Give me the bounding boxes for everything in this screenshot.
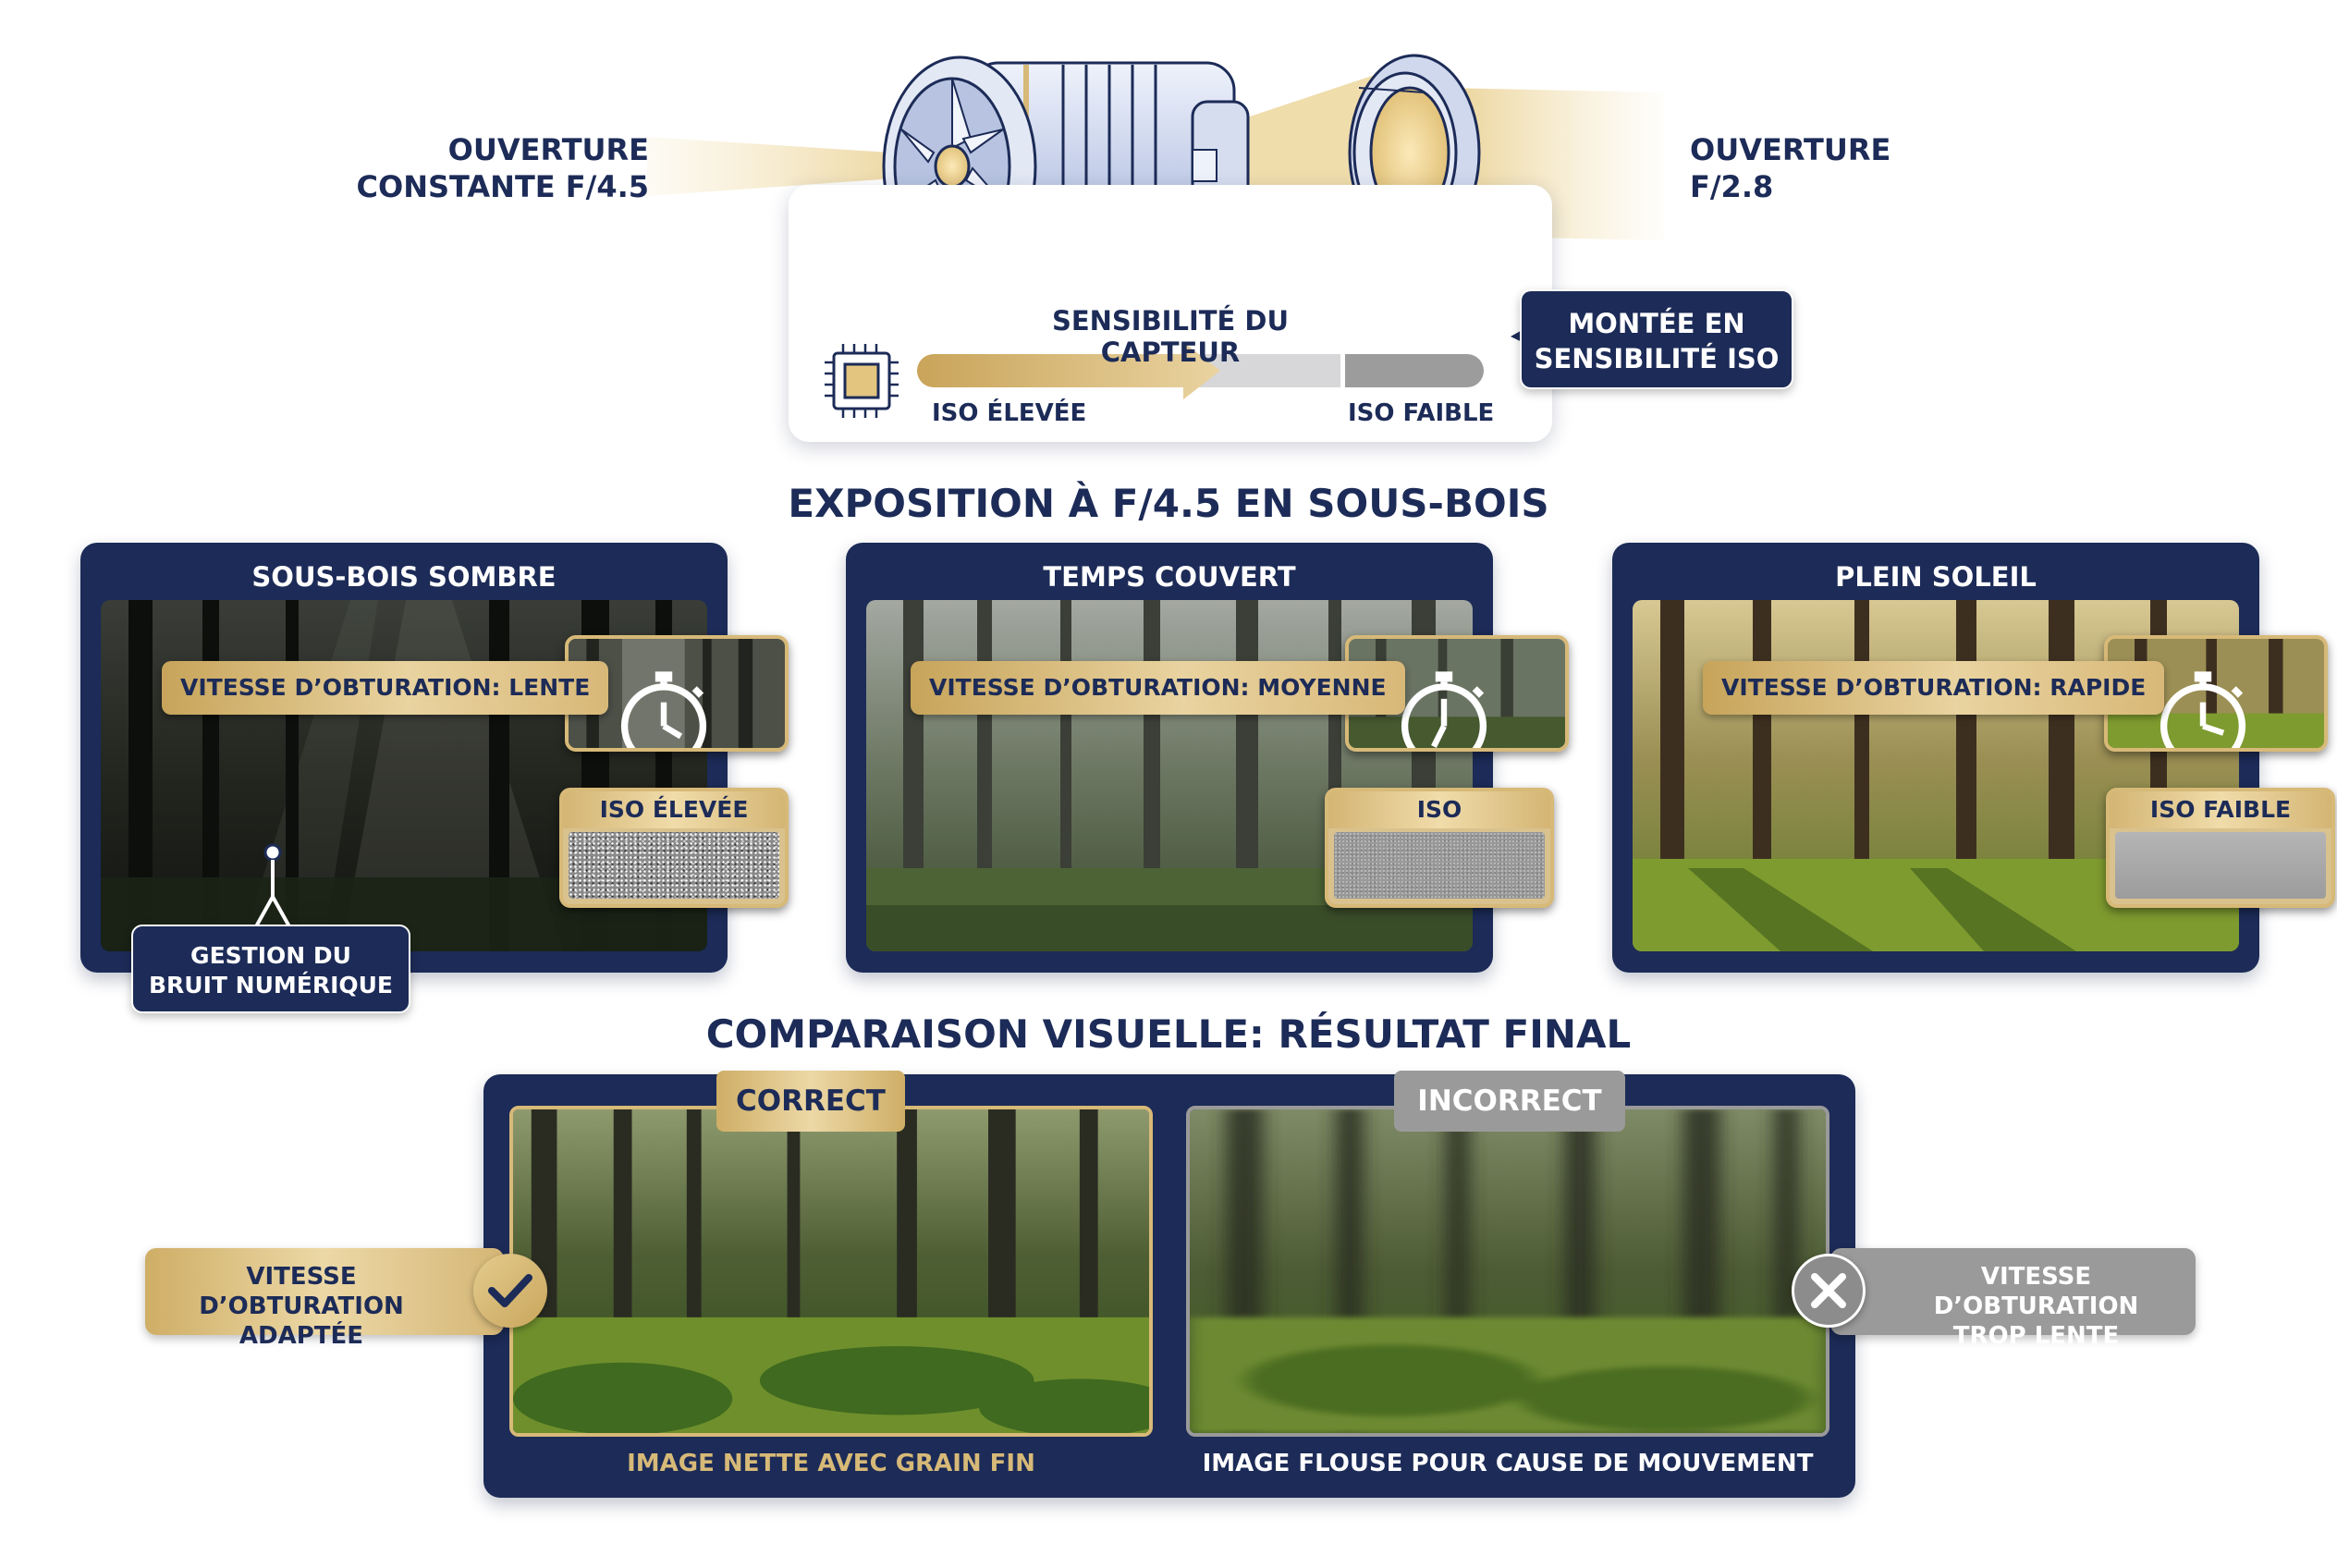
sharp-forest-photo: [509, 1106, 1153, 1437]
correct-caption: IMAGE NETTE AVEC GRAIN FIN: [627, 1450, 1035, 1477]
iso-low-box: ISO FAIBLE: [2106, 788, 2335, 908]
comparison-title: COMPARAISON VISUELLE: RÉSULTAT FINAL: [705, 1011, 1632, 1057]
cross-icon: [1792, 1254, 1866, 1328]
shutter-speed-label: VITESSE D’OBTURATION: MOYENNE: [911, 661, 1405, 715]
panel-overcast: TEMPS COUVERT: [846, 543, 1569, 973]
panel-title: TEMPS COUVERT: [1043, 561, 1296, 593]
incorrect-tag: INCORRECT: [1394, 1071, 1625, 1132]
panel-title: SOUS-BOIS SOMBRE: [251, 561, 557, 593]
exposure-title: EXPOSITION À F/4.5 EN SOUS-BOIS: [788, 481, 1549, 526]
iso-box-label: ISO INTERMÉDIAIRE: [1328, 791, 1550, 860]
checkmark-icon: [473, 1254, 547, 1328]
noise-swatch-low: [2115, 832, 2326, 899]
noise-swatch-mid: [1334, 832, 1545, 899]
light-beam-left: [647, 137, 934, 196]
iso-box-label: ISO FAIBLE: [2110, 791, 2331, 828]
iso-high-label: ISO ÉLEVÉE: [932, 399, 1087, 427]
iso-high-box: ISO ÉLEVÉE: [559, 788, 789, 908]
noise-swatch-high: [569, 832, 779, 899]
shutter-speed-label: VITESSE D’OBTURATION: RAPIDE: [1703, 661, 2165, 715]
correct-tag: CORRECT: [716, 1071, 905, 1132]
iso-mid-box: ISO INTERMÉDIAIRE: [1325, 788, 1554, 908]
panel-title: PLEIN SOLEIL: [1835, 561, 2037, 593]
iso-scale: [825, 342, 1484, 418]
speed-thumbnail: [2104, 635, 2328, 752]
sensor-card: [789, 185, 1552, 442]
stopwatch-icon: [1401, 671, 1487, 748]
shutter-speed-label: VITESSE D’OBTURATION: LENTE: [162, 661, 609, 715]
iso-box-label: ISO ÉLEVÉE: [563, 791, 785, 828]
stopwatch-icon: [2160, 671, 2246, 748]
panel-dark-undergrowth: SOUS-BOIS SOMBRE: [80, 543, 789, 973]
iso-low-label: ISO FAIBLE: [1348, 399, 1495, 427]
iso-arrow: [917, 342, 1220, 399]
iso-bar-dark: [1345, 354, 1484, 387]
blurred-forest-photo: [1186, 1106, 1829, 1437]
panel-full-sun: PLEIN SOLEIL: [1612, 543, 2335, 973]
chip-icon: [825, 344, 899, 418]
stopwatch-icon: [620, 671, 707, 748]
comparison-frame: CORRECT INCORRECT IMAGE NETTE AVEC GRAIN…: [483, 1071, 1855, 1498]
sensor-title: SENSIBILITÉ DU CAPTEUR: [1051, 305, 1290, 368]
noise-callout-pointer: [253, 843, 292, 929]
incorrect-caption: IMAGE FLOUSE POUR CAUSE DE MOUVEMENT: [1202, 1450, 1814, 1477]
